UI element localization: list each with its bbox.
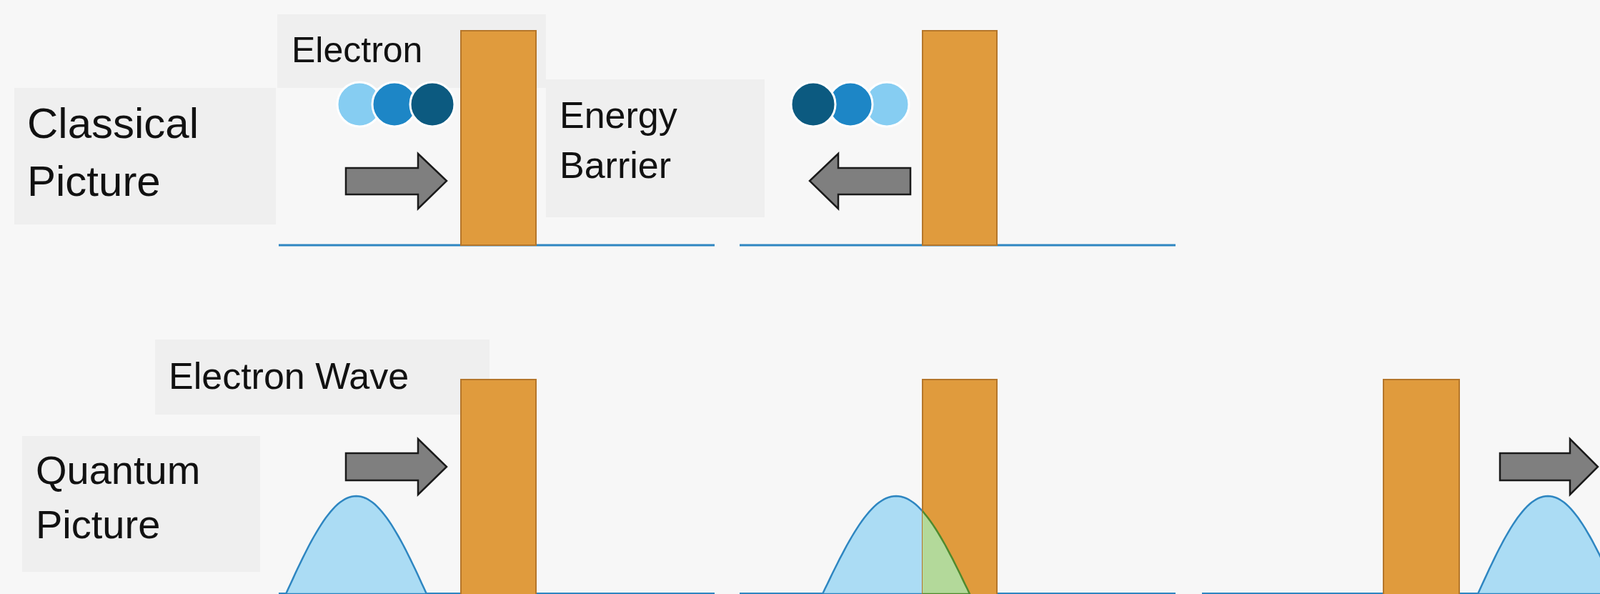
label-patches [14,14,765,572]
caption-label: Quantum Picture [35,443,243,551]
motion-arrow [809,153,911,209]
energy-barrier [460,379,536,594]
tunneling-region [922,495,970,594]
label-patch [22,435,261,572]
label-patch [14,87,276,225]
electron-particle [410,82,455,127]
label-patch [545,79,765,218]
motion-arrow [345,438,447,495]
electron-wave [1477,495,1600,594]
motion-arrow [345,153,447,209]
caption-label: Electron [291,25,423,76]
energy-barrier [922,30,997,246]
electron-particle [791,82,836,127]
electron-wave [285,495,427,594]
caption-label: Classical Picture [27,94,256,211]
caption-label: Electron Wave [168,350,409,403]
caption-label: Energy Barrier [559,90,753,191]
energy-barrier [460,30,536,246]
motion-arrow [1499,438,1598,495]
label-patch [155,339,490,415]
energy-barrier [1383,379,1460,594]
